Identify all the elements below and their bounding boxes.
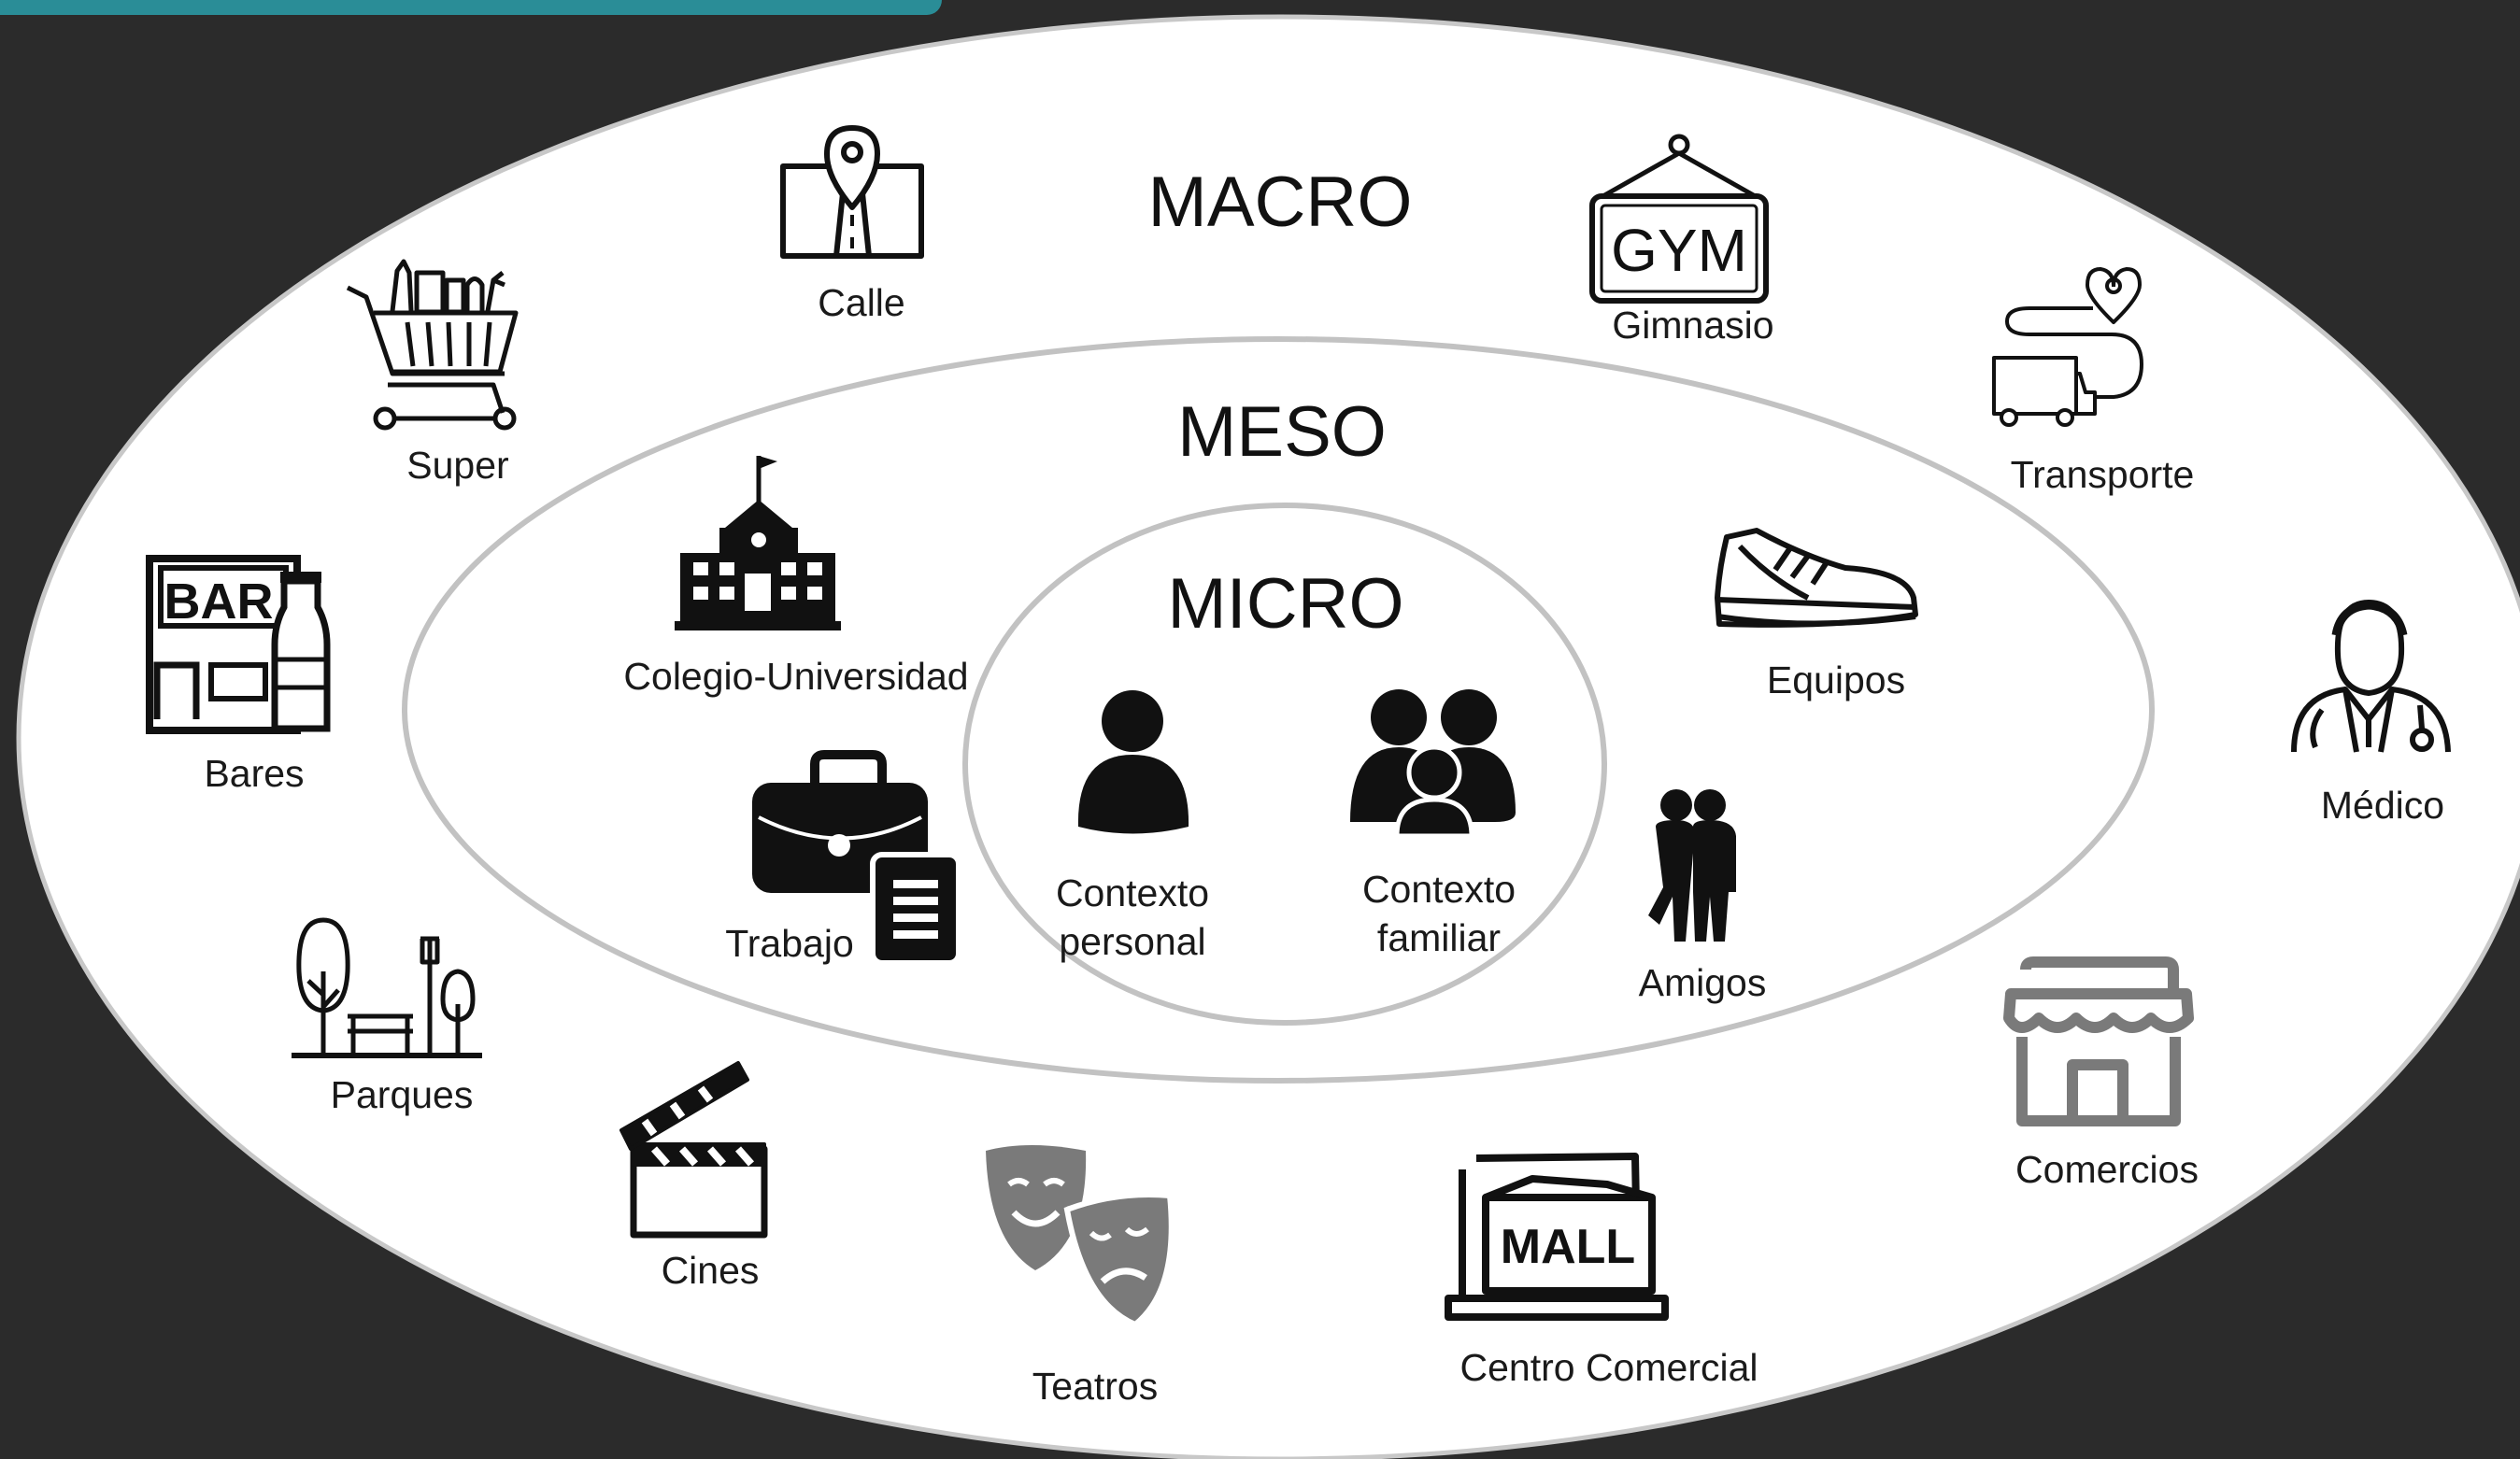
familiar-label-2: familiar bbox=[1377, 916, 1501, 959]
family-icon bbox=[1350, 689, 1516, 839]
doctor-icon bbox=[2291, 600, 2451, 753]
sneaker-icon bbox=[1715, 528, 1918, 628]
macro-title: MACRO bbox=[1148, 163, 1413, 242]
street-map-icon bbox=[780, 125, 924, 259]
familiar-label-1: Contexto bbox=[1362, 868, 1516, 911]
comercios-label: Comercios bbox=[2015, 1148, 2199, 1191]
cines-label: Cines bbox=[662, 1249, 760, 1292]
gym-sign-icon: GYM bbox=[1589, 134, 1769, 304]
store-icon bbox=[2003, 956, 2194, 1126]
gym-sign-text: GYM bbox=[1611, 217, 1747, 284]
delivery-truck-icon bbox=[1992, 267, 2143, 427]
briefcase-icon bbox=[752, 750, 961, 966]
calle-label: Calle bbox=[818, 281, 904, 324]
super-label: Super bbox=[406, 444, 508, 487]
colegio-label: Colegio-Universidad bbox=[623, 655, 968, 698]
school-icon bbox=[675, 456, 841, 630]
clapperboard-icon bbox=[619, 1061, 768, 1239]
amigos-label: Amigos bbox=[1639, 961, 1767, 1004]
bares-label: Bares bbox=[204, 752, 304, 795]
equipos-label: Equipos bbox=[1767, 659, 1905, 701]
gimnasio-label: Gimnasio bbox=[1612, 304, 1773, 347]
micro-title: MICRO bbox=[1167, 564, 1403, 644]
theater-masks-icon bbox=[986, 1145, 1175, 1328]
transporte-label: Transporte bbox=[2011, 453, 2195, 496]
person-icon bbox=[1077, 690, 1189, 834]
meso-ellipse bbox=[402, 336, 2155, 1084]
shopping-cart-icon bbox=[346, 259, 519, 431]
bar-sign-text: BAR bbox=[164, 574, 274, 630]
park-icon bbox=[292, 917, 482, 1058]
medico-label: Médico bbox=[2321, 784, 2444, 827]
centro-comercial-label: Centro Comercial bbox=[1460, 1346, 1758, 1389]
teatros-label: Teatros bbox=[1032, 1365, 1158, 1408]
meso-title: MESO bbox=[1177, 392, 1387, 472]
personal-label-2: personal bbox=[1059, 920, 1205, 963]
personal-label-1: Contexto bbox=[1056, 871, 1209, 914]
parques-label: Parques bbox=[331, 1073, 474, 1116]
accent-tab bbox=[0, 0, 942, 15]
trabajo-label: Trabajo bbox=[725, 922, 854, 965]
micro-ellipse bbox=[962, 503, 1607, 1026]
macro-ellipse bbox=[16, 14, 2520, 1459]
mall-icon: MALL bbox=[1445, 1153, 1669, 1321]
friends-icon bbox=[1648, 789, 1736, 942]
bar-icon: BAR bbox=[146, 555, 331, 734]
mall-sign-text: MALL bbox=[1501, 1220, 1635, 1274]
